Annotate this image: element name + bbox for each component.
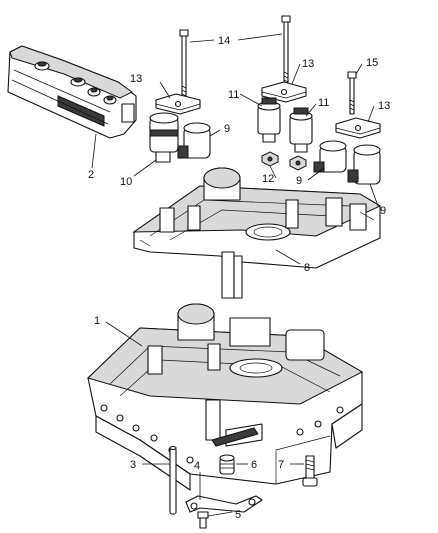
callout-13-right: 13 — [378, 100, 390, 112]
lever-4 — [185, 495, 263, 513]
callout-7: 7 — [278, 459, 284, 471]
upper-valve-body-8 — [132, 167, 382, 299]
retainer-clip-13-right — [335, 117, 381, 139]
callout-5: 5 — [235, 509, 241, 521]
callout-13-left: 13 — [130, 73, 142, 85]
callout-14: 14 — [218, 35, 230, 47]
callout-9-upper: 9 — [224, 123, 230, 135]
solenoid-11-left — [257, 97, 281, 143]
solenoid-11-right — [289, 107, 313, 153]
nut-12-left — [261, 151, 279, 167]
callout-4: 4 — [194, 460, 200, 472]
callout-13-center: 13 — [302, 58, 314, 70]
plug-6 — [219, 454, 235, 475]
screw-5 — [197, 511, 209, 529]
sensor-9-middle — [313, 140, 347, 173]
lower-valve-body-1 — [87, 303, 364, 491]
leader-lines — [91, 33, 379, 517]
bolt-7 — [302, 455, 318, 487]
retainer-clip-13-center — [261, 81, 307, 103]
bolt-14-right — [281, 15, 291, 89]
callout-9-middle: 9 — [296, 175, 302, 187]
sensor-9-upper — [177, 122, 211, 159]
callout-8: 8 — [304, 262, 310, 274]
retainer-clip-13-left — [155, 93, 201, 115]
callout-15: 15 — [366, 57, 378, 69]
callout-11-left: 11 — [228, 89, 239, 101]
callout-12: 12 — [262, 173, 274, 185]
callout-10: 10 — [120, 176, 132, 188]
callout-9-right: 9 — [380, 205, 386, 217]
callout-1: 1 — [94, 315, 100, 327]
nut-12-right — [289, 155, 307, 171]
sensor-9-right — [347, 144, 381, 185]
callout-6: 6 — [251, 459, 257, 471]
callout-11-right: 11 — [318, 97, 329, 109]
pin-3 — [169, 445, 177, 515]
solenoid-10 — [149, 112, 179, 163]
callout-3: 3 — [130, 459, 136, 471]
conductor-plate — [7, 45, 137, 139]
callout-labels: 14 13 13 13 15 11 11 9 9 9 10 12 2 8 1 3… — [88, 35, 390, 521]
callout-2: 2 — [88, 169, 94, 181]
bolt-15 — [347, 71, 357, 115]
bolt-14-left — [179, 29, 189, 103]
